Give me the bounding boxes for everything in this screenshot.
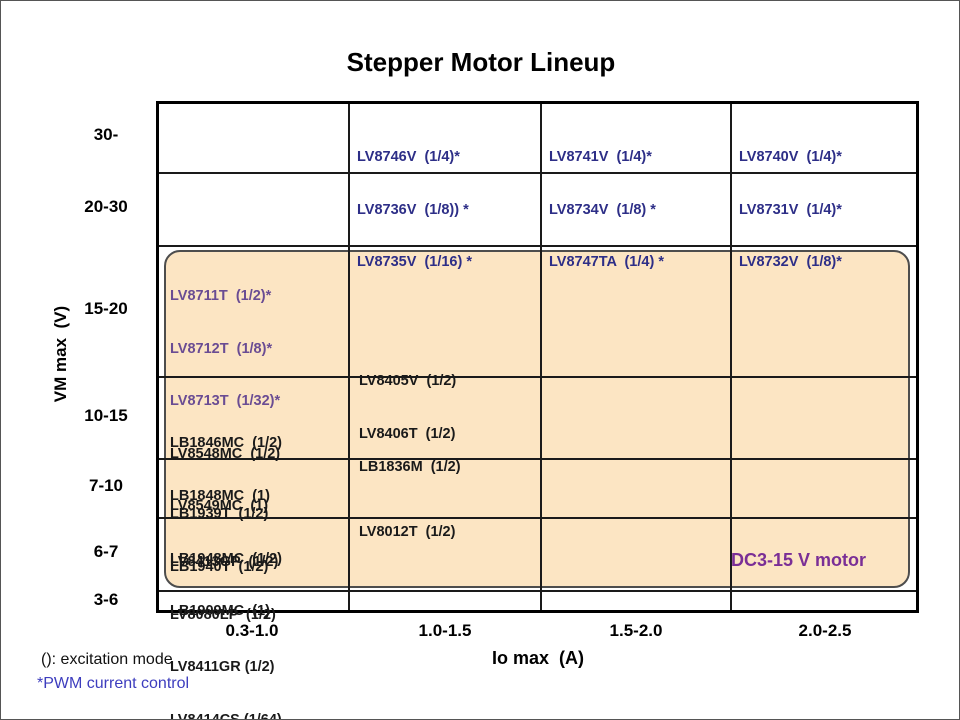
part-number: LB1836M (1/2) — [359, 459, 461, 475]
part-number: LV8080LP (1/2) — [170, 606, 276, 623]
grid-vline — [348, 104, 350, 610]
cell-30v-2.0-2.5A: LV8740V (1/4)* LV8731V (1/4)* LV8732V (1… — [739, 114, 842, 307]
pwm-current-control-note: *PWM current control — [37, 675, 190, 692]
part-number: LB1939T (1/2) — [170, 506, 269, 522]
grid-hline — [159, 376, 916, 378]
y-tick-7-10: 7-10 — [88, 476, 124, 495]
grid-hline — [159, 245, 916, 247]
excitation-mode-note: (): excitation mode — [41, 651, 173, 668]
cell-7-10v-0.3-1.0A: LB1939T (1/2) LB1940T (1/2) — [170, 471, 268, 611]
part-number: LV8413GP (1/2) — [170, 554, 279, 570]
y-tick-30: 30- — [93, 125, 119, 144]
part-number: LV8735V (1/16) * — [357, 254, 472, 270]
y-tick-6-7: 6-7 — [93, 542, 119, 561]
part-number: LV8731V (1/4)* — [739, 201, 842, 218]
cell-10-15v-1.0-1.5A: LB1836M (1/2) — [359, 424, 461, 512]
part-number: LV8012T (1/2) — [359, 524, 456, 540]
part-number: LV8411GR (1/2) — [170, 659, 275, 675]
x-tick-1.5-2.0: 1.5-2.0 — [609, 621, 663, 640]
x-tick-0.3-1.0: 0.3-1.0 — [225, 621, 279, 640]
cell-15-20v-0.3-1.0A: LV8711T (1/2)* LV8712T (1/8)* LV8713T (1… — [170, 253, 282, 656]
part-number: LV8414CS (1/64) — [170, 711, 282, 720]
part-number: LB1909MC (1) — [170, 603, 270, 619]
dc-motor-region — [164, 250, 910, 588]
y-tick-15-20: 15-20 — [84, 299, 128, 318]
part-number: LB1848MC (1) — [170, 487, 270, 504]
x-tick-1.0-1.5: 1.0-1.5 — [418, 621, 472, 640]
part-number: LB1940T (1/2) — [170, 558, 269, 575]
grid-hline — [159, 517, 916, 519]
part-number: LV8711T (1/2)* — [170, 288, 272, 304]
lineup-matrix: LV8746V (1/4)* LV8736V (1/8)) * LV8735V … — [156, 101, 919, 719]
part-number: LV8548MC (1/2) — [170, 445, 281, 462]
part-number: LV8746V (1/4)* — [357, 149, 460, 165]
part-number: LV8734V (1/8) * — [549, 201, 656, 218]
grid-vline — [730, 104, 732, 610]
grid-hline — [159, 172, 916, 174]
part-number: LV8712T (1/8)* — [170, 340, 273, 357]
grid-hline — [159, 458, 916, 460]
dc-motor-region-label: DC3-15 V motor — [731, 550, 867, 570]
part-number: LV8740V (1/4)* — [739, 149, 842, 165]
part-number: LV8405V (1/2) — [359, 373, 457, 389]
y-tick-20-30: 20-30 — [84, 197, 128, 216]
part-number: LV8741V (1/4)* — [549, 149, 652, 165]
cell-6-7v-0.3-1.0A: LV8413GP (1/2) LV8080LP (1/2) LV8411GR (… — [170, 519, 282, 720]
x-tick-2.0-2.5: 2.0-2.5 — [798, 621, 852, 640]
part-number: LV8736V (1/8)) * — [357, 201, 469, 218]
y-tick-10-15: 10-15 — [84, 406, 128, 425]
part-number: LB1846MC (1/2) — [170, 435, 283, 451]
page-title: Stepper Motor Lineup — [346, 47, 616, 77]
cell-30v-1.5-2.0A: LV8741V (1/4)* LV8734V (1/8) * LV8747TA … — [549, 114, 664, 307]
part-number: LV8747TA (1/4) * — [549, 254, 664, 270]
grid-hline — [159, 590, 916, 592]
y-tick-3-6: 3-6 — [93, 590, 119, 609]
part-number: LV8406T (1/2) — [359, 425, 456, 442]
part-number: LV8732V (1/8)* — [739, 254, 842, 270]
part-number: LV8713T (1/32)* — [170, 393, 281, 409]
cell-7-10v-1.0-1.5A: LV8012T (1/2) — [359, 489, 455, 577]
cell-15-20v-1.0-1.5A: LV8405V (1/2) LV8406T (1/2) — [359, 338, 456, 478]
grid-vline — [540, 104, 542, 610]
part-number: LB1948MC (1/2) — [170, 550, 283, 567]
cell-10-15v-0.3-1.0A: LB1846MC (1/2) LB1848MC (1) — [170, 400, 282, 540]
part-number: LV8549MC (1) — [170, 498, 269, 514]
x-axis-label: Io max (A) — [491, 648, 584, 668]
cell-30v-1.0-1.5A: LV8746V (1/4)* LV8736V (1/8)) * LV8735V … — [357, 114, 472, 307]
